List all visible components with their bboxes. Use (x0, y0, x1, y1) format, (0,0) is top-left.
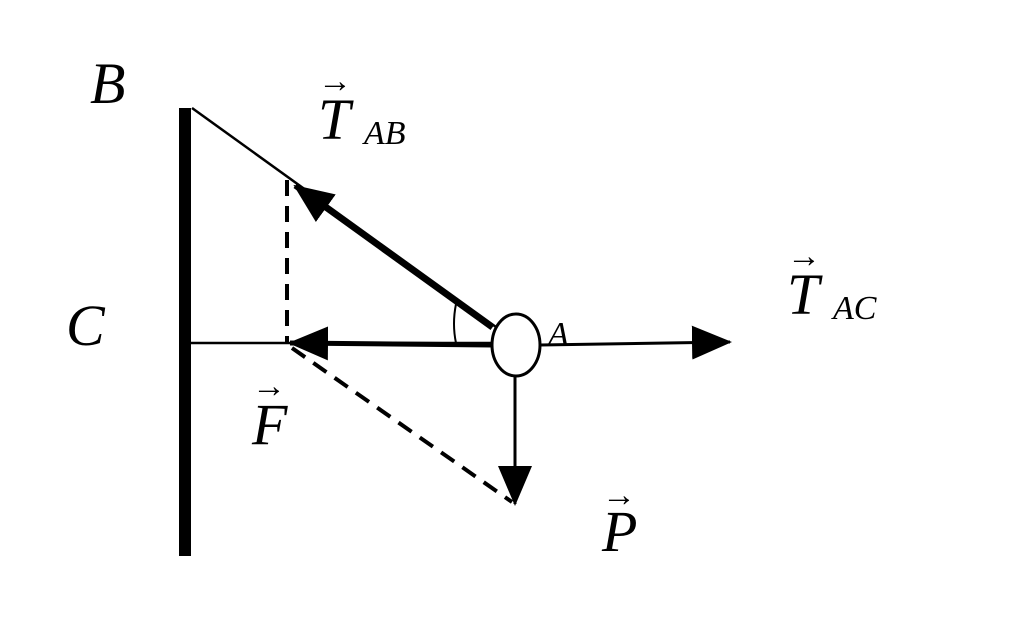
vector-f (288, 326, 493, 361)
label-t-ac-main: T (787, 262, 823, 327)
point-a-ring (490, 312, 542, 378)
label-b: B (90, 51, 125, 116)
label-t-ab-main: T (318, 87, 354, 152)
vector-mark-p: → (602, 477, 636, 514)
label-t-ab-sub: AB (362, 115, 406, 152)
label-t-ac-sub: AC (831, 290, 877, 327)
vector-mark-f: → (252, 368, 286, 405)
label-p: P (601, 499, 637, 564)
label-a: A (546, 316, 569, 353)
label-c: C (66, 293, 106, 358)
dashed-diagonal (290, 346, 514, 504)
vector-mark-t-ac: → (787, 238, 821, 275)
vector-mark-t-ab: → (318, 63, 352, 100)
label-f: F (251, 392, 288, 457)
angle-arc (453, 303, 457, 344)
vector-t-ac (539, 325, 732, 360)
vector-t-ab (293, 183, 494, 331)
rope-ab (191, 106, 497, 329)
